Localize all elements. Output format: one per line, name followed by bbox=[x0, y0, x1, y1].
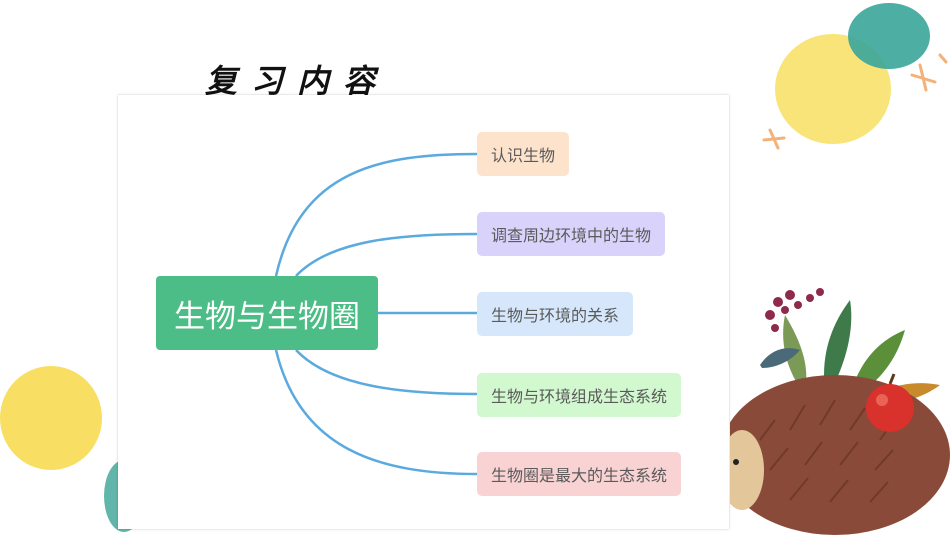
branch-node-1: 认识生物 bbox=[477, 132, 570, 176]
branch-node-3: 生物与环境的关系 bbox=[477, 292, 634, 336]
slide-title: 复习内容 bbox=[205, 62, 390, 100]
teal-dot-top-right bbox=[848, 3, 930, 69]
branch-node-5: 生物圈是最大的生态系统 bbox=[477, 452, 682, 496]
hedgehog-illustration-icon bbox=[730, 288, 950, 535]
branch-node-4: 生物与环境组成生态系统 bbox=[477, 373, 682, 417]
connector-5 bbox=[274, 349, 478, 476]
branch-node-2: 调查周边环境中的生物 bbox=[477, 212, 666, 256]
yellow-dot-left bbox=[0, 366, 102, 470]
connector-4 bbox=[295, 349, 478, 396]
connector-2 bbox=[295, 232, 478, 277]
mindmap-root-node: 生物与生物圈 bbox=[156, 276, 378, 350]
connector-1 bbox=[274, 152, 478, 277]
